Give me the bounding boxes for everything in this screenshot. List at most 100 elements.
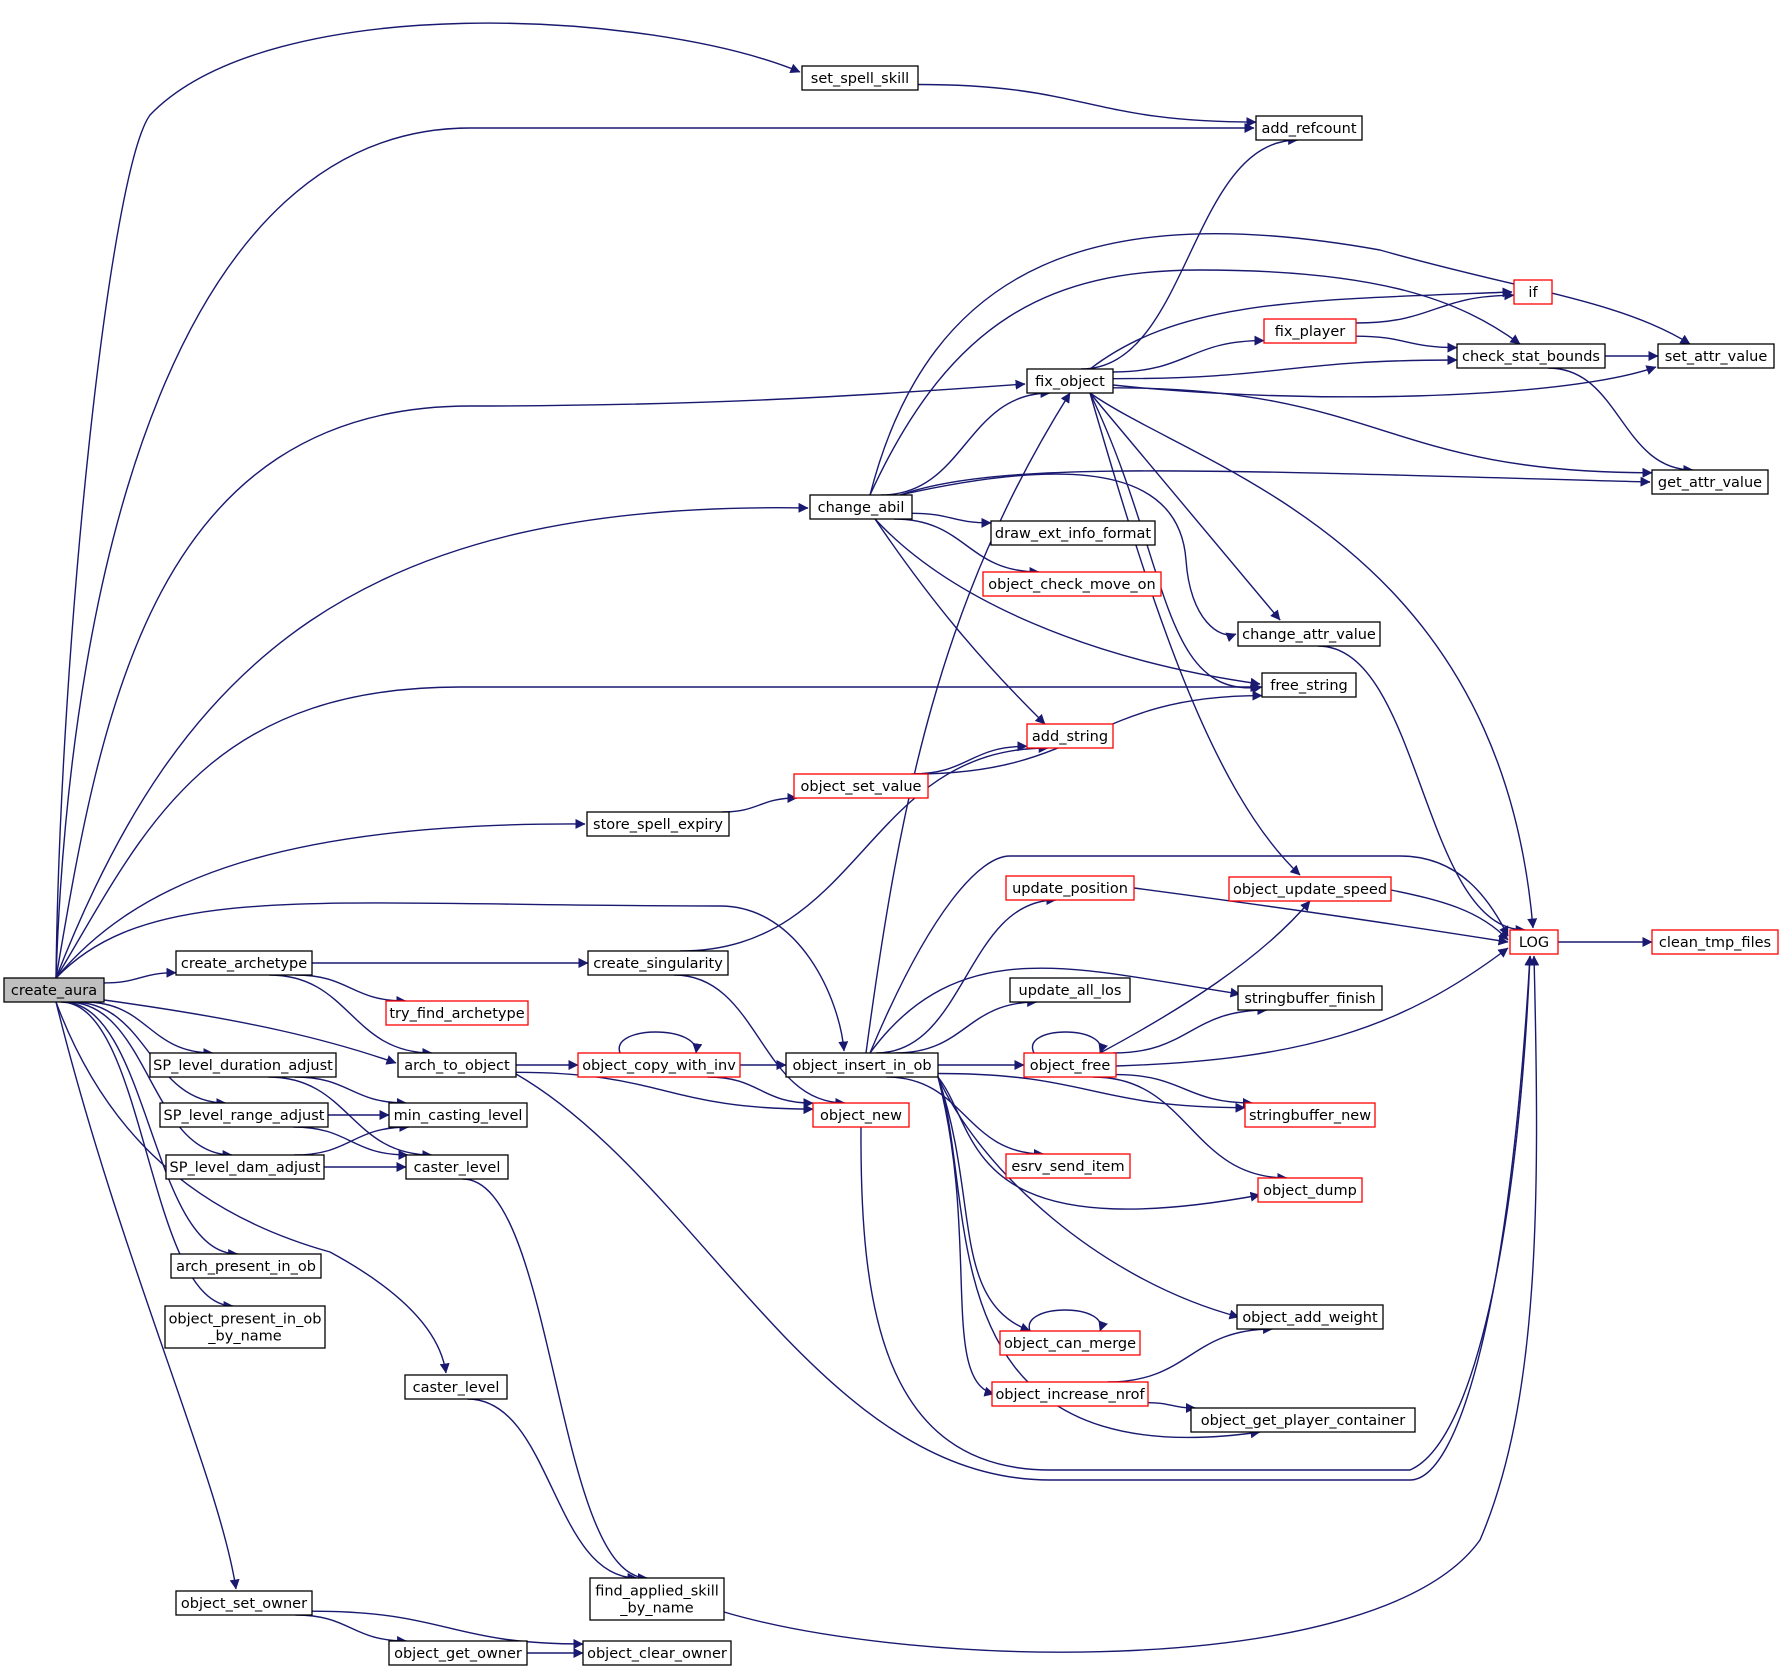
- node-SP-level-range-adjust[interactable]: SP_level_range_adjust: [159, 1102, 329, 1128]
- node-box[interactable]: [385, 1000, 529, 1026]
- node-box[interactable]: [149, 1052, 337, 1078]
- node-change-abil[interactable]: change_abil: [809, 494, 913, 520]
- node-box[interactable]: [1456, 343, 1606, 369]
- node-object-set-value[interactable]: object_set_value: [793, 773, 929, 799]
- node-box[interactable]: [1005, 1153, 1131, 1179]
- node-object-get-owner[interactable]: object_get_owner: [388, 1640, 528, 1666]
- node-box[interactable]: [164, 1305, 326, 1349]
- node-box[interactable]: [1244, 1102, 1376, 1128]
- node-box[interactable]: [1228, 876, 1392, 902]
- node-box[interactable]: [809, 494, 913, 520]
- node-box[interactable]: [793, 773, 929, 799]
- node-try-find-archetype[interactable]: try_find_archetype: [385, 1000, 529, 1026]
- node-update-all-los[interactable]: update_all_los: [1009, 977, 1131, 1003]
- node-object-can-merge[interactable]: object_can_merge: [999, 1330, 1141, 1356]
- node-box[interactable]: [388, 1640, 528, 1666]
- node-box[interactable]: [1237, 621, 1381, 647]
- node-box[interactable]: [582, 1640, 732, 1666]
- node-box[interactable]: [404, 1374, 508, 1400]
- node-box[interactable]: [170, 1253, 322, 1279]
- node-create-aura[interactable]: create_aura: [3, 977, 105, 1003]
- node-box[interactable]: [982, 571, 1162, 597]
- node-fix-object[interactable]: fix_object: [1026, 368, 1114, 394]
- node-store-spell-expiry[interactable]: store_spell_expiry: [586, 811, 730, 837]
- node-box[interactable]: [1026, 723, 1114, 749]
- node-box[interactable]: [3, 977, 105, 1003]
- node-object-set-owner[interactable]: object_set_owner: [175, 1590, 313, 1616]
- node-box[interactable]: [999, 1330, 1141, 1356]
- node-box[interactable]: [1190, 1407, 1416, 1433]
- node-change-attr-value[interactable]: change_attr_value: [1237, 621, 1381, 647]
- node-set-spell-skill[interactable]: set_spell_skill: [801, 65, 919, 91]
- node-object-add-weight[interactable]: object_add_weight: [1236, 1304, 1384, 1330]
- node-box[interactable]: [165, 1154, 325, 1180]
- node-box[interactable]: [1263, 318, 1357, 344]
- node-object-get-player-container[interactable]: object_get_player_container: [1190, 1407, 1416, 1433]
- node-clean-tmp-files[interactable]: clean_tmp_files: [1651, 929, 1779, 955]
- node-box[interactable]: [175, 1590, 313, 1616]
- node-caster-level-2[interactable]: caster_level: [404, 1374, 508, 1400]
- node-box[interactable]: [1651, 929, 1779, 955]
- node-check-stat-bounds[interactable]: check_stat_bounds: [1456, 343, 1606, 369]
- node-find-applied-skill-by-name[interactable]: find_applied_skill_by_name: [589, 1577, 725, 1621]
- node-box[interactable]: [1657, 343, 1775, 369]
- node-draw-ext-info-format[interactable]: draw_ext_info_format: [990, 520, 1156, 546]
- node-box[interactable]: [1261, 672, 1357, 698]
- node-free-string[interactable]: free_string: [1261, 672, 1357, 698]
- node-update-position[interactable]: update_position: [1005, 875, 1135, 901]
- node-object-update-speed[interactable]: object_update_speed: [1228, 876, 1392, 902]
- node-box[interactable]: [175, 950, 313, 976]
- node-box[interactable]: [991, 1381, 1149, 1407]
- node-box[interactable]: [1255, 115, 1363, 141]
- node-SP-level-duration-adjust[interactable]: SP_level_duration_adjust: [149, 1052, 337, 1078]
- node-object-clear-owner[interactable]: object_clear_owner: [582, 1640, 732, 1666]
- node-add-string[interactable]: add_string: [1026, 723, 1114, 749]
- node-create-singularity[interactable]: create_singularity: [587, 950, 729, 976]
- node-box[interactable]: [1509, 929, 1559, 955]
- node-box[interactable]: [577, 1052, 741, 1078]
- node-box[interactable]: [1651, 469, 1769, 495]
- node-caster-level-1[interactable]: caster_level: [405, 1154, 509, 1180]
- node-box[interactable]: [397, 1052, 517, 1078]
- node-box[interactable]: [801, 65, 919, 91]
- node-add-refcount[interactable]: add_refcount: [1255, 115, 1363, 141]
- node-object-free[interactable]: object_free: [1023, 1052, 1117, 1078]
- node-create-archetype[interactable]: create_archetype: [175, 950, 313, 976]
- node-box[interactable]: [589, 1577, 725, 1621]
- node-box[interactable]: [1513, 279, 1553, 305]
- node-box[interactable]: [1009, 977, 1131, 1003]
- node-object-increase-nrof[interactable]: object_increase_nrof: [991, 1381, 1149, 1407]
- node-box[interactable]: [1237, 985, 1383, 1011]
- node-fix-player[interactable]: fix_player: [1263, 318, 1357, 344]
- node-object-new[interactable]: object_new: [812, 1102, 910, 1128]
- node-box[interactable]: [1023, 1052, 1117, 1078]
- node-esrv-send-item[interactable]: esrv_send_item: [1005, 1153, 1131, 1179]
- node-SP-level-dam-adjust[interactable]: SP_level_dam_adjust: [165, 1154, 325, 1180]
- node-object-check-move-on[interactable]: object_check_move_on: [982, 571, 1162, 597]
- node-stringbuffer-finish[interactable]: stringbuffer_finish: [1237, 985, 1383, 1011]
- node-box[interactable]: [990, 520, 1156, 546]
- node-box[interactable]: [586, 811, 730, 837]
- node-object-copy-with-inv[interactable]: object_copy_with_inv: [577, 1052, 741, 1078]
- node-box[interactable]: [159, 1102, 329, 1128]
- node-box[interactable]: [785, 1052, 939, 1078]
- node-if-[interactable]: if: [1513, 279, 1553, 305]
- node-object-present-in-ob-by-name[interactable]: object_present_in_ob_by_name: [164, 1305, 326, 1349]
- node-set-attr-value[interactable]: set_attr_value: [1657, 343, 1775, 369]
- node-arch-to-object[interactable]: arch_to_object: [397, 1052, 517, 1078]
- node-box[interactable]: [1005, 875, 1135, 901]
- node-box[interactable]: [1257, 1177, 1363, 1203]
- node-box[interactable]: [1026, 368, 1114, 394]
- node-object-insert-in-ob[interactable]: object_insert_in_ob: [785, 1052, 939, 1078]
- node-box[interactable]: [587, 950, 729, 976]
- node-box[interactable]: [812, 1102, 910, 1128]
- node-object-dump[interactable]: object_dump: [1257, 1177, 1363, 1203]
- node-arch-present-in-ob[interactable]: arch_present_in_ob: [170, 1253, 322, 1279]
- node-get-attr-value[interactable]: get_attr_value: [1651, 469, 1769, 495]
- node-box[interactable]: [405, 1154, 509, 1180]
- node-LOG[interactable]: LOG: [1509, 929, 1559, 955]
- node-box[interactable]: [1236, 1304, 1384, 1330]
- node-stringbuffer-new[interactable]: stringbuffer_new: [1244, 1102, 1376, 1128]
- node-box[interactable]: [388, 1102, 528, 1128]
- node-min-casting-level[interactable]: min_casting_level: [388, 1102, 528, 1128]
